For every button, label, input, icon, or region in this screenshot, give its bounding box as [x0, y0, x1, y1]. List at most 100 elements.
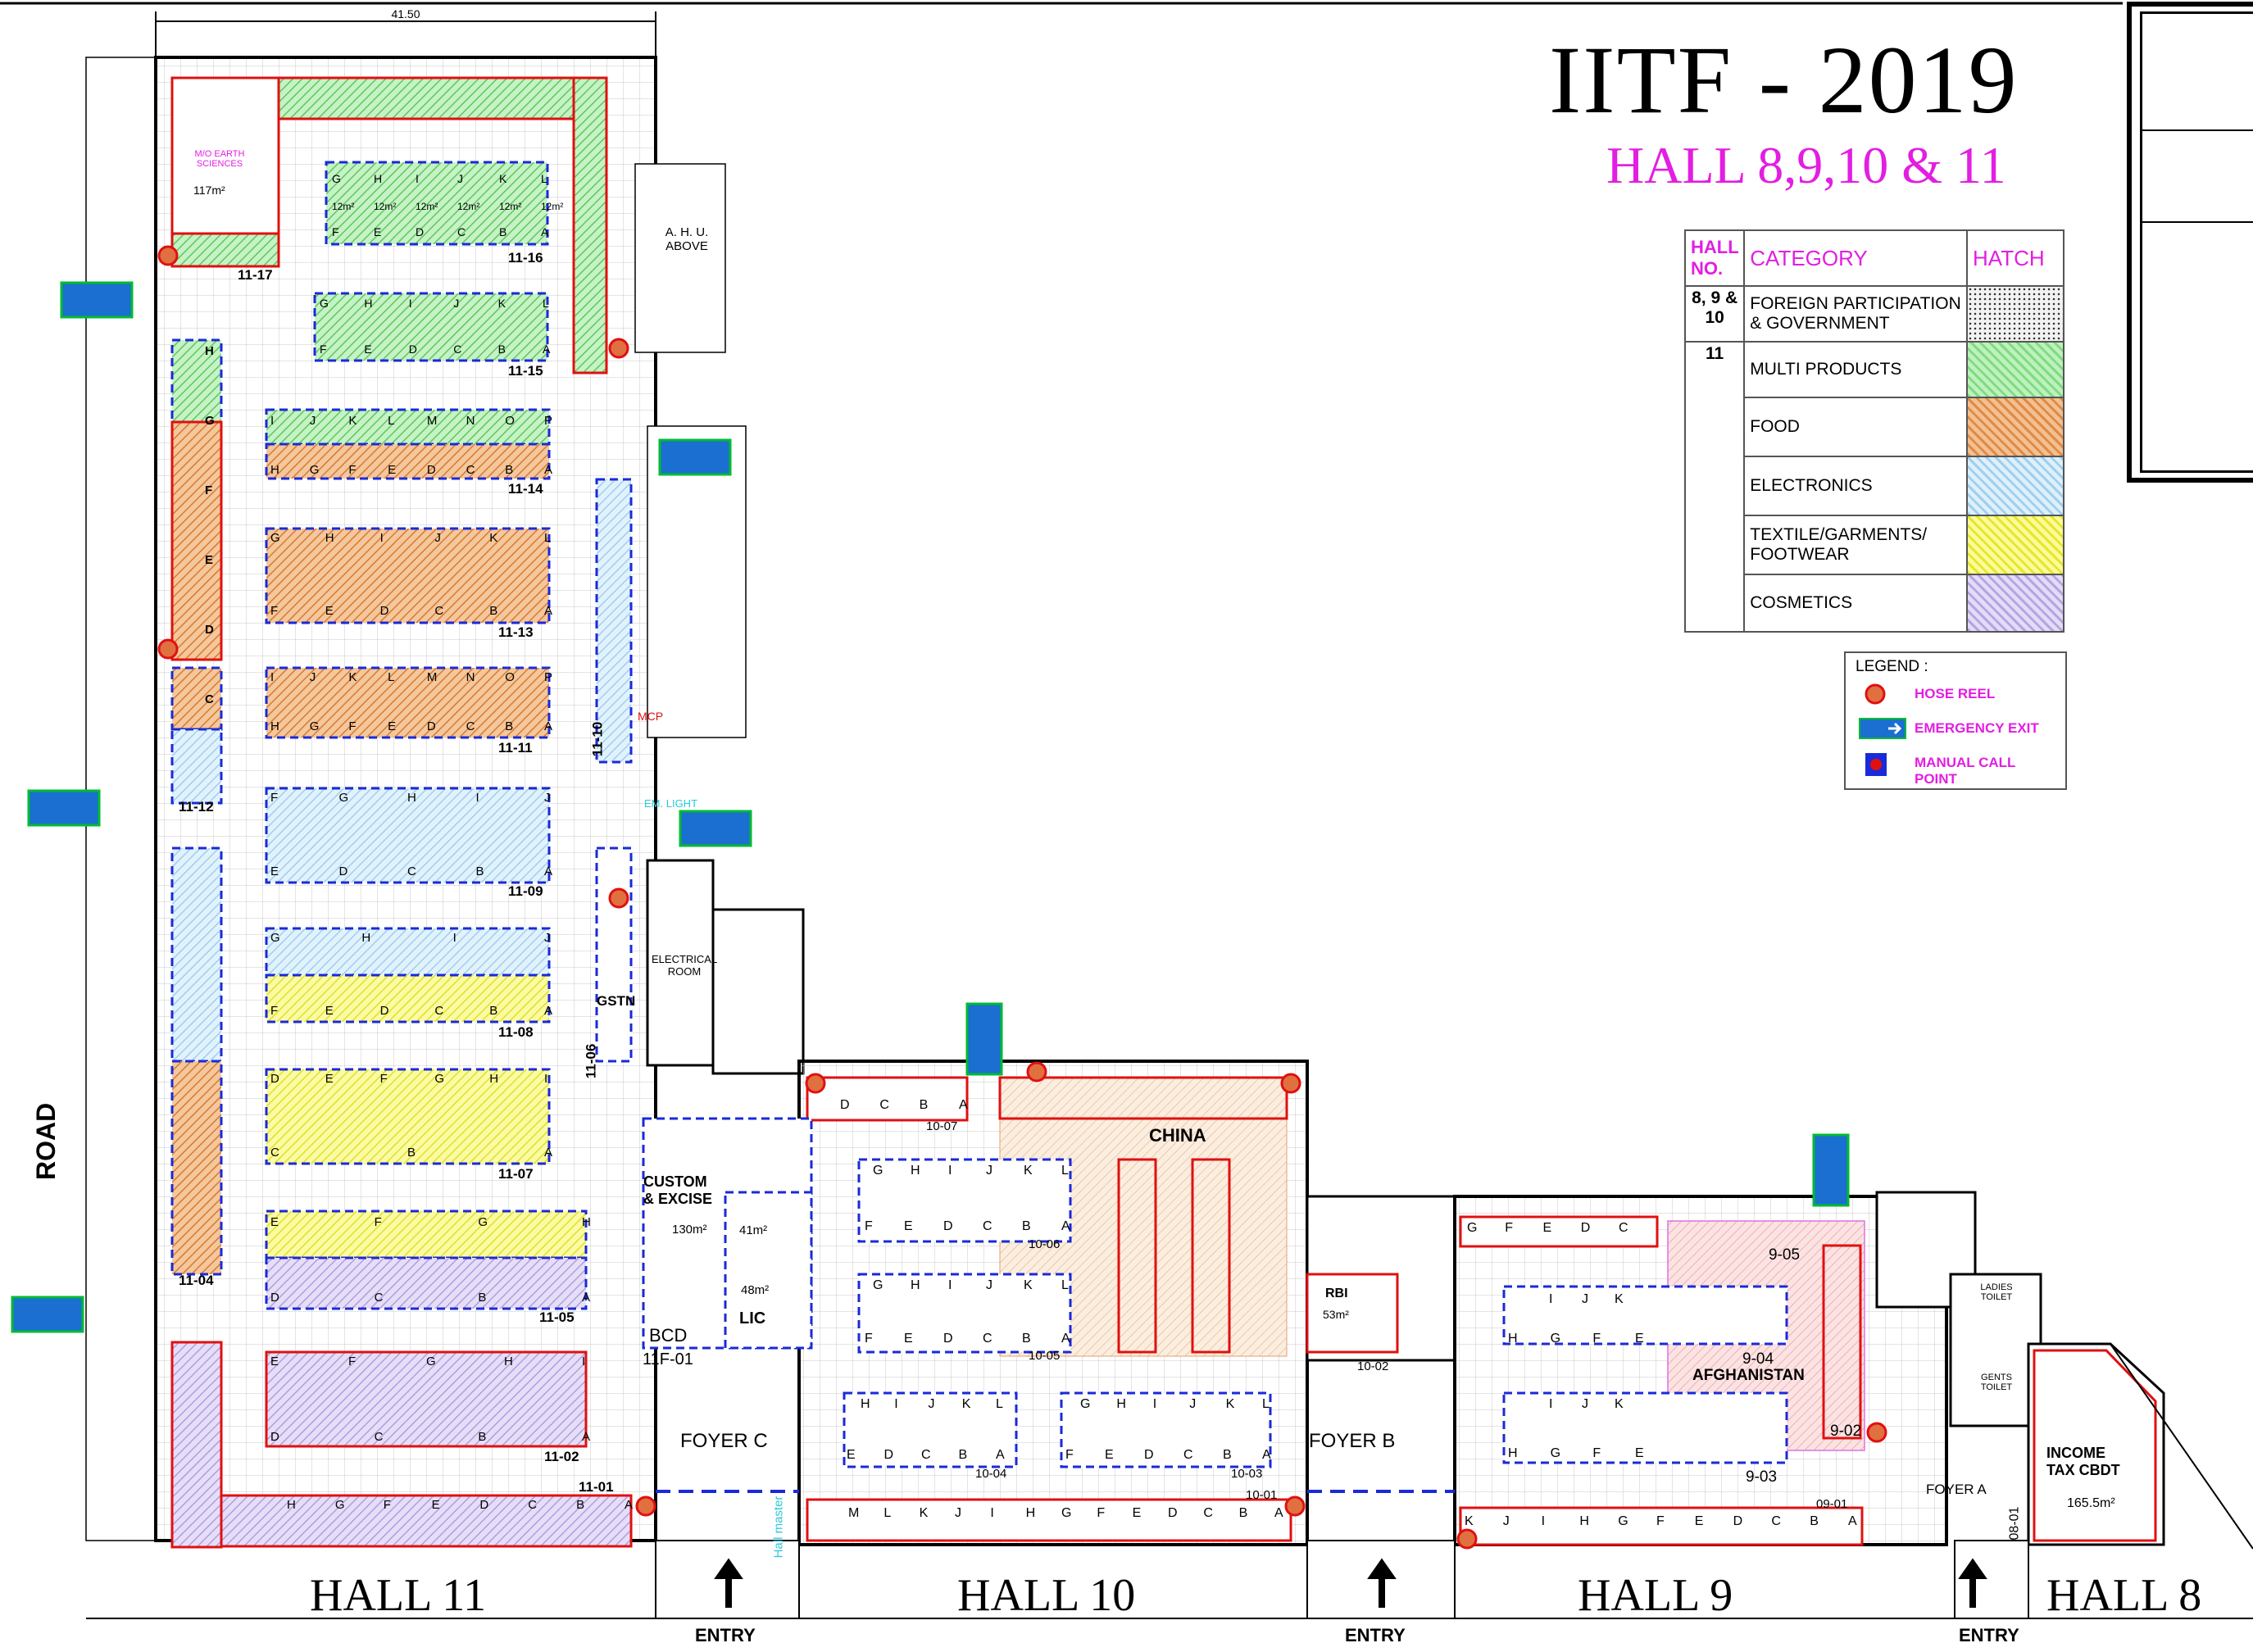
stall-label: G: [332, 172, 341, 185]
title-block-frame: [2127, 2, 2253, 483]
mcp-label: MCP: [638, 710, 664, 723]
hatch-swatch: [1966, 574, 2064, 633]
stall-label: I: [408, 297, 412, 310]
stall-label: I: [1549, 1292, 1553, 1306]
stall-label: B: [489, 604, 498, 618]
stall-label: C: [374, 1291, 384, 1305]
stall-label: D: [1580, 1221, 1591, 1235]
category-table: HALL NO. CATEGORY HATCH 8, 9 & 10 FOREIG…: [1683, 229, 2064, 633]
stall-label: K: [1024, 1278, 1033, 1292]
stall-label: C: [983, 1332, 993, 1346]
stall-label: A: [544, 463, 553, 477]
stall-label: D: [408, 343, 417, 356]
stall-label: K: [919, 1506, 929, 1520]
stall-label: B: [958, 1448, 968, 1462]
stall-label: J: [457, 172, 463, 185]
stall-label: D: [883, 1448, 894, 1462]
stalls-11-13: [265, 527, 551, 624]
stall-label: E: [431, 1498, 440, 1512]
stall-label: H: [270, 463, 279, 477]
hall-8-floor: [1875, 1191, 2253, 1550]
stall-label: H: [364, 297, 373, 310]
stall-label: A: [541, 225, 549, 238]
stall-label: D: [426, 463, 436, 477]
stall-label: D: [943, 1219, 953, 1233]
stall-label: E: [1694, 1514, 1704, 1528]
stall-label: E: [270, 865, 279, 878]
block-id: 11-02: [544, 1449, 579, 1464]
block-id: 08-01: [2007, 1506, 2022, 1541]
stall-label: I: [416, 172, 419, 185]
stall-label: H: [374, 172, 383, 185]
stall-label: H: [504, 1355, 513, 1368]
stall-label: E: [1635, 1332, 1644, 1346]
stall-label: K: [1465, 1514, 1474, 1528]
stall-label: F: [270, 604, 279, 618]
stall-label: B: [478, 1430, 487, 1444]
stall-label: F: [270, 1004, 279, 1018]
stall-label: A: [544, 604, 553, 618]
income-tax-area: 165.5m²: [2067, 1496, 2115, 1510]
stall-label: F: [348, 719, 357, 733]
stall-label: H: [1025, 1506, 1036, 1520]
stall-label: F: [1656, 1514, 1665, 1528]
stall-label: D: [840, 1098, 850, 1112]
stall-label: J: [544, 931, 551, 945]
category-cell: TEXTILE/GARMENTS/ FOOTWEAR: [1743, 515, 1968, 575]
entry-arrows: [714, 1558, 1987, 1608]
stall-label: 12m²: [499, 201, 522, 212]
afghanistan-label: AFGHANISTAN: [1692, 1367, 1805, 1384]
hall-9-floor: [1306, 1195, 1948, 1546]
rbi-label: RBI: [1325, 1287, 1348, 1300]
stalls-11-08: [265, 927, 551, 1023]
stall-label: C: [466, 463, 475, 477]
stall-label: J: [453, 297, 460, 310]
stall-label: I: [475, 791, 479, 805]
dimension-text: 41.50: [391, 7, 420, 20]
lic-area: 48m²: [741, 1283, 770, 1297]
rbi-area: 53m²: [1323, 1308, 1349, 1321]
stalls-11-16: [325, 161, 549, 246]
stall-label: I: [948, 1164, 952, 1178]
stall-label: L: [388, 414, 395, 428]
stall-label: H: [911, 1164, 920, 1178]
block-id: 10-02: [1357, 1359, 1389, 1373]
stall-label: G: [309, 463, 320, 477]
stall-label: A: [1262, 1448, 1271, 1462]
stall-label: I: [1541, 1514, 1546, 1528]
bcd-label: BCD: [649, 1325, 688, 1346]
manual-call-point-icon: [1865, 753, 1887, 776]
stall-label: K: [348, 670, 357, 684]
stall-label: M: [426, 414, 438, 428]
stall-label: K: [1615, 1397, 1624, 1411]
stall-label: H: [407, 791, 416, 805]
stall-label: C: [270, 1146, 279, 1160]
stall-label: F: [205, 483, 213, 497]
block-id: 11-05: [539, 1309, 575, 1325]
stall-label: F: [1505, 1221, 1514, 1235]
stalls-11-11: [265, 666, 551, 739]
stall-label: M: [848, 1506, 860, 1520]
hall-master-label: Hall master: [771, 1495, 786, 1559]
block-id: 9-04: [1742, 1350, 1774, 1368]
stall-label: E: [364, 343, 372, 356]
road-label: ROAD: [31, 1102, 61, 1180]
moe-area: 117m²: [193, 184, 225, 197]
stall-label: A: [582, 1291, 591, 1305]
stall-label: E: [205, 553, 214, 567]
stall-label: D: [1144, 1448, 1154, 1462]
stall-label: G: [426, 1355, 436, 1368]
stall-label: B: [475, 865, 484, 878]
legend-label: HOSE REEL: [1915, 686, 1996, 701]
stall-label: D: [426, 719, 436, 733]
stall-label: D: [379, 1004, 389, 1018]
stall-label: B: [1810, 1514, 1819, 1528]
stall-label: B: [919, 1098, 929, 1112]
stall-label: B: [1223, 1448, 1232, 1462]
stall-label: F: [348, 1355, 357, 1368]
stall-label: B: [1022, 1219, 1031, 1233]
stall-label: C: [374, 1430, 384, 1444]
stall-label: G: [478, 1215, 488, 1229]
stall-label: E: [270, 1355, 279, 1368]
